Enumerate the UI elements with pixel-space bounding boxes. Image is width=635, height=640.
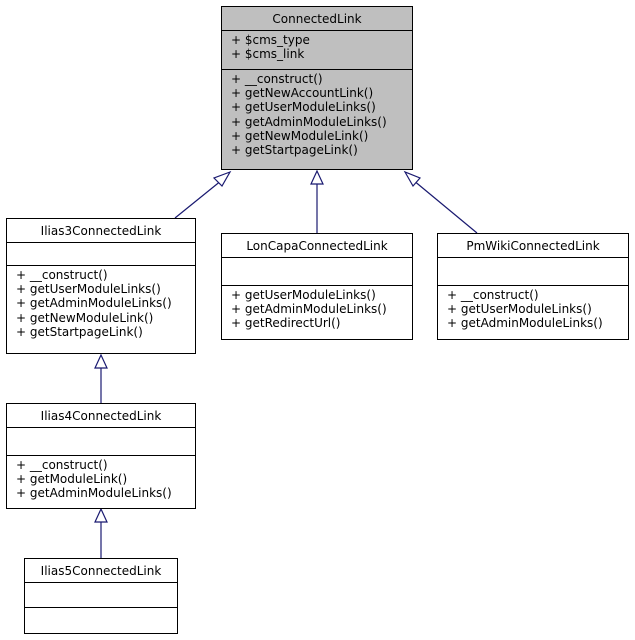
- class-loncapa-name: LonCapaConnectedLink: [246, 239, 388, 253]
- method-construct: + __construct(): [16, 268, 108, 282]
- class-ilias4-name: Ilias4ConnectedLink: [40, 409, 162, 423]
- method-get-admin-module-links: + getAdminModuleLinks(): [231, 302, 387, 317]
- method-get-user-module-links: + getUserModuleLinks(): [231, 288, 376, 302]
- class-ilias5connectedlink: Ilias5ConnectedLink: [24, 558, 178, 634]
- method-get-admin-module-links: + getAdminModuleLinks(): [231, 114, 387, 129]
- class-ilias4-methods: + __construct() + getModuleLink() + getA…: [7, 455, 195, 503]
- class-ilias3-methods: + __construct() + getUserModuleLinks() +…: [7, 265, 195, 341]
- class-ilias5-name: Ilias5ConnectedLink: [40, 564, 162, 578]
- method-get-module-link: + getModuleLink(): [16, 472, 128, 487]
- edge-ilias3-to-connectedlink: [174, 179, 223, 219]
- arrowhead-ilias3: [212, 170, 232, 187]
- method-get-startpage-link: + getStartpageLink(): [16, 324, 143, 339]
- method-get-new-module-link: + getNewModuleLink(): [16, 310, 154, 325]
- class-pmwikiconnectedlink: PmWikiConnectedLink + __construct() + ge…: [437, 233, 629, 340]
- method-get-new-module-link: + getNewModuleLink(): [231, 128, 369, 143]
- edge-pmwiki-to-connectedlink: [412, 179, 478, 234]
- class-loncapaconnectedlink: LonCapaConnectedLink + getUserModuleLink…: [221, 233, 413, 340]
- arrowhead-loncapa: [310, 169, 324, 185]
- arrowhead-ilias5: [94, 507, 108, 523]
- method-get-user-module-links: + getUserModuleLinks(): [447, 302, 592, 317]
- method-get-user-module-links: + getUserModuleLinks(): [16, 282, 161, 297]
- class-connectedlink-name: ConnectedLink: [272, 12, 362, 26]
- class-pmwiki-methods: + __construct() + getUserModuleLinks() +…: [438, 285, 628, 333]
- class-ilias4connectedlink: Ilias4ConnectedLink + __construct() + ge…: [6, 403, 196, 509]
- attribute-cms-type: + $cms_type: [231, 33, 310, 47]
- class-ilias4-attributes: [7, 427, 195, 455]
- class-loncapa-methods: + getUserModuleLinks() + getAdminModuleL…: [222, 285, 412, 333]
- method-construct: + __construct(): [231, 72, 323, 86]
- class-ilias5-methods: [25, 607, 177, 633]
- class-loncapa-attributes: [222, 257, 412, 285]
- attribute-cms-link: + $cms_link: [231, 47, 305, 62]
- class-ilias5-attributes: [25, 582, 177, 607]
- class-ilias3connectedlink: Ilias3ConnectedLink + __construct() + ge…: [6, 218, 196, 354]
- method-get-admin-module-links: + getAdminModuleLinks(): [16, 296, 172, 311]
- class-connectedlink: ConnectedLink + $cms_type + $cms_link + …: [221, 6, 413, 170]
- arrowhead-ilias4: [94, 353, 108, 369]
- method-construct: + __construct(): [16, 458, 108, 472]
- method-construct: + __construct(): [447, 288, 539, 302]
- method-get-redirect-url: + getRedirectUrl(): [231, 316, 341, 331]
- class-connectedlink-attributes: + $cms_type + $cms_link: [222, 30, 412, 69]
- method-get-user-module-links: + getUserModuleLinks(): [231, 100, 376, 115]
- arrowhead-pmwiki: [403, 170, 422, 188]
- method-get-new-account-link: + getNewAccountLink(): [231, 86, 374, 101]
- method-get-admin-module-links: + getAdminModuleLinks(): [447, 316, 603, 331]
- method-get-admin-module-links: + getAdminModuleLinks(): [16, 486, 172, 501]
- class-ilias3-name: Ilias3ConnectedLink: [40, 224, 162, 238]
- class-pmwiki-name: PmWikiConnectedLink: [466, 239, 600, 253]
- class-ilias3-attributes: [7, 242, 195, 265]
- method-get-startpage-link: + getStartpageLink(): [231, 143, 358, 158]
- class-connectedlink-methods: + __construct() + getNewAccountLink() + …: [222, 69, 412, 159]
- class-pmwiki-attributes: [438, 257, 628, 285]
